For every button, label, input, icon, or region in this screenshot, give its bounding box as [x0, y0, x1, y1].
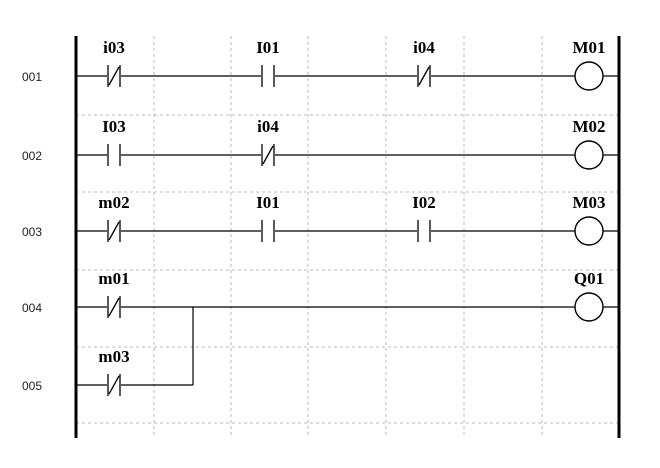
- normally-closed-contact[interactable]: i04: [413, 38, 435, 87]
- contact-slash: [108, 221, 120, 241]
- output-coil[interactable]: M03: [572, 193, 606, 246]
- coil-circle: [574, 140, 604, 170]
- background-grid: [76, 36, 619, 438]
- normally-closed-contact[interactable]: m01: [98, 269, 130, 318]
- normally-open-contact[interactable]: I01: [256, 38, 280, 87]
- contact-slash: [108, 297, 120, 317]
- contact-slash: [262, 145, 274, 165]
- contact-label: m03: [98, 347, 129, 366]
- coil-label: M02: [572, 117, 605, 136]
- coil-label: Q01: [574, 269, 604, 288]
- rung-number: 002: [22, 149, 42, 163]
- contact-slash: [108, 66, 120, 86]
- contact-slash: [108, 375, 120, 395]
- coil-circle: [574, 292, 604, 322]
- contact-label: i04: [257, 117, 279, 136]
- coil-label: M03: [572, 193, 605, 212]
- output-coil[interactable]: Q01: [574, 269, 604, 322]
- contact-label: I03: [102, 117, 126, 136]
- rung-002: 002 I03 i04 M02: [22, 117, 619, 170]
- normally-closed-contact[interactable]: m02: [98, 193, 130, 242]
- contact-label: I01: [256, 38, 280, 57]
- rung-001: 001 i03 I01 i04 M01: [22, 38, 619, 91]
- normally-open-contact[interactable]: I01: [256, 193, 280, 242]
- contact-label: i04: [413, 38, 435, 57]
- output-coil[interactable]: M01: [572, 38, 606, 91]
- normally-closed-contact[interactable]: i04: [257, 117, 279, 166]
- coil-label: M01: [572, 38, 605, 57]
- contact-label: i03: [103, 38, 125, 57]
- normally-closed-contact[interactable]: i03: [103, 38, 125, 87]
- contact-label: I02: [412, 193, 436, 212]
- coil-circle: [574, 61, 604, 91]
- rung-number: 003: [22, 225, 42, 239]
- rung-number: 005: [22, 379, 42, 393]
- rung-003: 003 m02 I01 I02 M03: [22, 193, 619, 246]
- contact-label: I01: [256, 193, 280, 212]
- contact-label: m01: [98, 269, 129, 288]
- rung-number: 001: [22, 70, 42, 84]
- normally-open-contact[interactable]: I02: [412, 193, 436, 242]
- normally-open-contact[interactable]: I03: [102, 117, 126, 166]
- rung-number: 004: [22, 301, 42, 315]
- rung-004: 004 m01 Q01: [22, 269, 619, 322]
- rung-005: 005 m03: [22, 307, 194, 396]
- contact-slash: [418, 66, 430, 86]
- coil-circle: [574, 216, 604, 246]
- output-coil[interactable]: M02: [572, 117, 606, 170]
- contact-label: m02: [98, 193, 129, 212]
- normally-closed-contact[interactable]: m03: [98, 347, 130, 396]
